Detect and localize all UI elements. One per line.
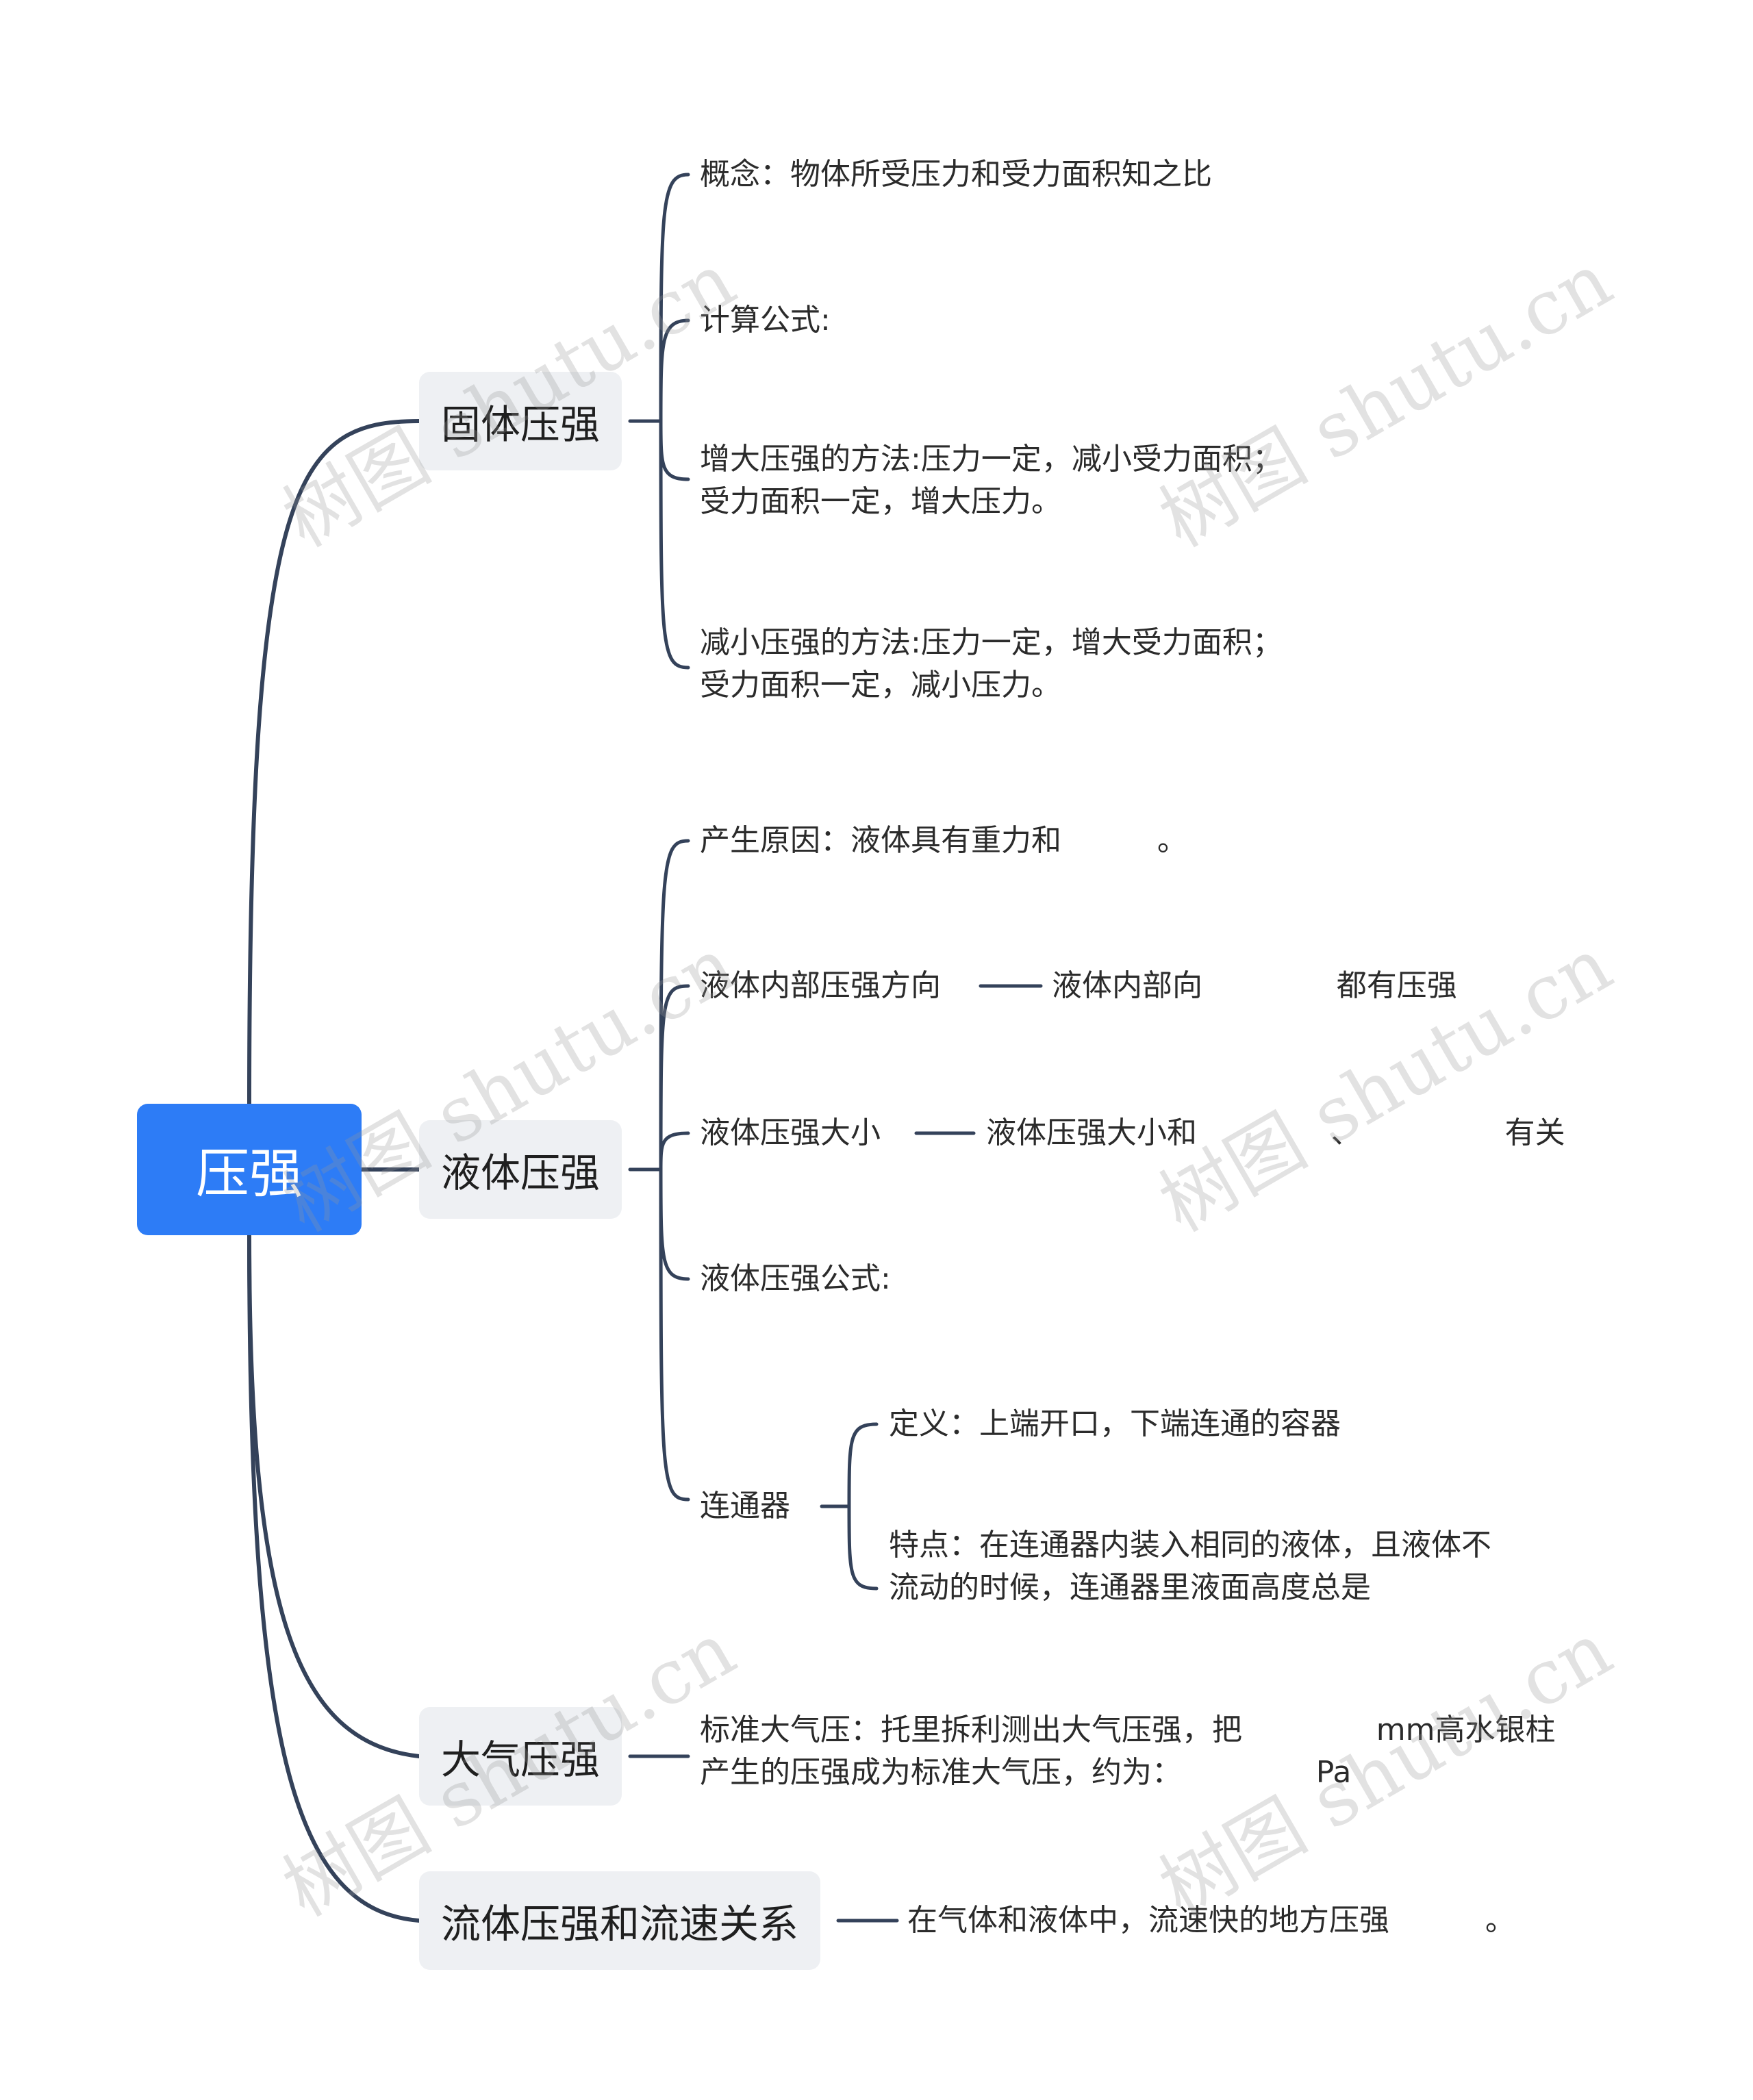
leaf-communicating-vessel[interactable]: 连通器 (700, 1489, 790, 1523)
root-node[interactable]: 压强 (137, 1104, 362, 1235)
leaf-magnitude-detail[interactable]: 液体压强大小和 、 有关 (986, 1115, 1565, 1150)
leaf-cause[interactable]: 产生原因：液体具有重力和 。 (700, 823, 1187, 858)
branch-atmospheric-pressure[interactable]: 大气压强 (419, 1707, 622, 1806)
leaf-vessel-feature[interactable]: 特点：在连通器内装入相同的液体，且液体不 流动的时候，连通器里液面高度总是 (889, 1528, 1491, 1605)
leaf-liquid-formula[interactable]: 液体压强公式: (700, 1261, 891, 1296)
leaf-formula[interactable]: 计算公式: (700, 303, 831, 338)
leaf-vessel-definition[interactable]: 定义：上端开口，下端连通的容器 (889, 1406, 1341, 1441)
branch-solid-pressure[interactable]: 固体压强 (419, 372, 622, 470)
leaf-increase-method[interactable]: 增大压强的方法:压力一定，减小受力面积； 受力面积一定，增大压力。 (700, 442, 1283, 519)
leaf-magnitude[interactable]: 液体压强大小 (700, 1115, 881, 1150)
leaf-flow-speed[interactable]: 在气体和液体中，流速快的地方压强 。 (907, 1903, 1515, 1938)
branch-liquid-pressure[interactable]: 液体压强 (419, 1120, 622, 1219)
branch-fluid-pressure-velocity[interactable]: 流体压强和流速关系 (419, 1871, 821, 1970)
leaf-direction-detail[interactable]: 液体内部向 都有压强 (1052, 968, 1457, 1003)
leaf-decrease-method[interactable]: 减小压强的方法:压力一定，增大受力面积； 受力面积一定，减小压力。 (700, 625, 1283, 703)
leaf-direction[interactable]: 液体内部压强方向 (700, 968, 941, 1003)
root-label: 压强 (195, 1143, 303, 1205)
connector-root-air (247, 1233, 421, 1758)
connector-root-fluid (247, 1233, 421, 1923)
leaf-concept[interactable]: 概念：物体所受压力和受力面积知之比 (700, 157, 1212, 192)
branch-label: 液体压强 (441, 1150, 601, 1196)
connector-root-solid (247, 419, 421, 1106)
leaf-standard-atmosphere[interactable]: 标准大气压：托里拆利测出大气压强，把 mm高水银柱 产生的压强成为标准大气压，约… (700, 1712, 1556, 1790)
branch-label: 流体压强和流速关系 (441, 1901, 799, 1947)
branch-label: 固体压强 (441, 401, 601, 448)
branch-label: 大气压强 (441, 1736, 601, 1783)
